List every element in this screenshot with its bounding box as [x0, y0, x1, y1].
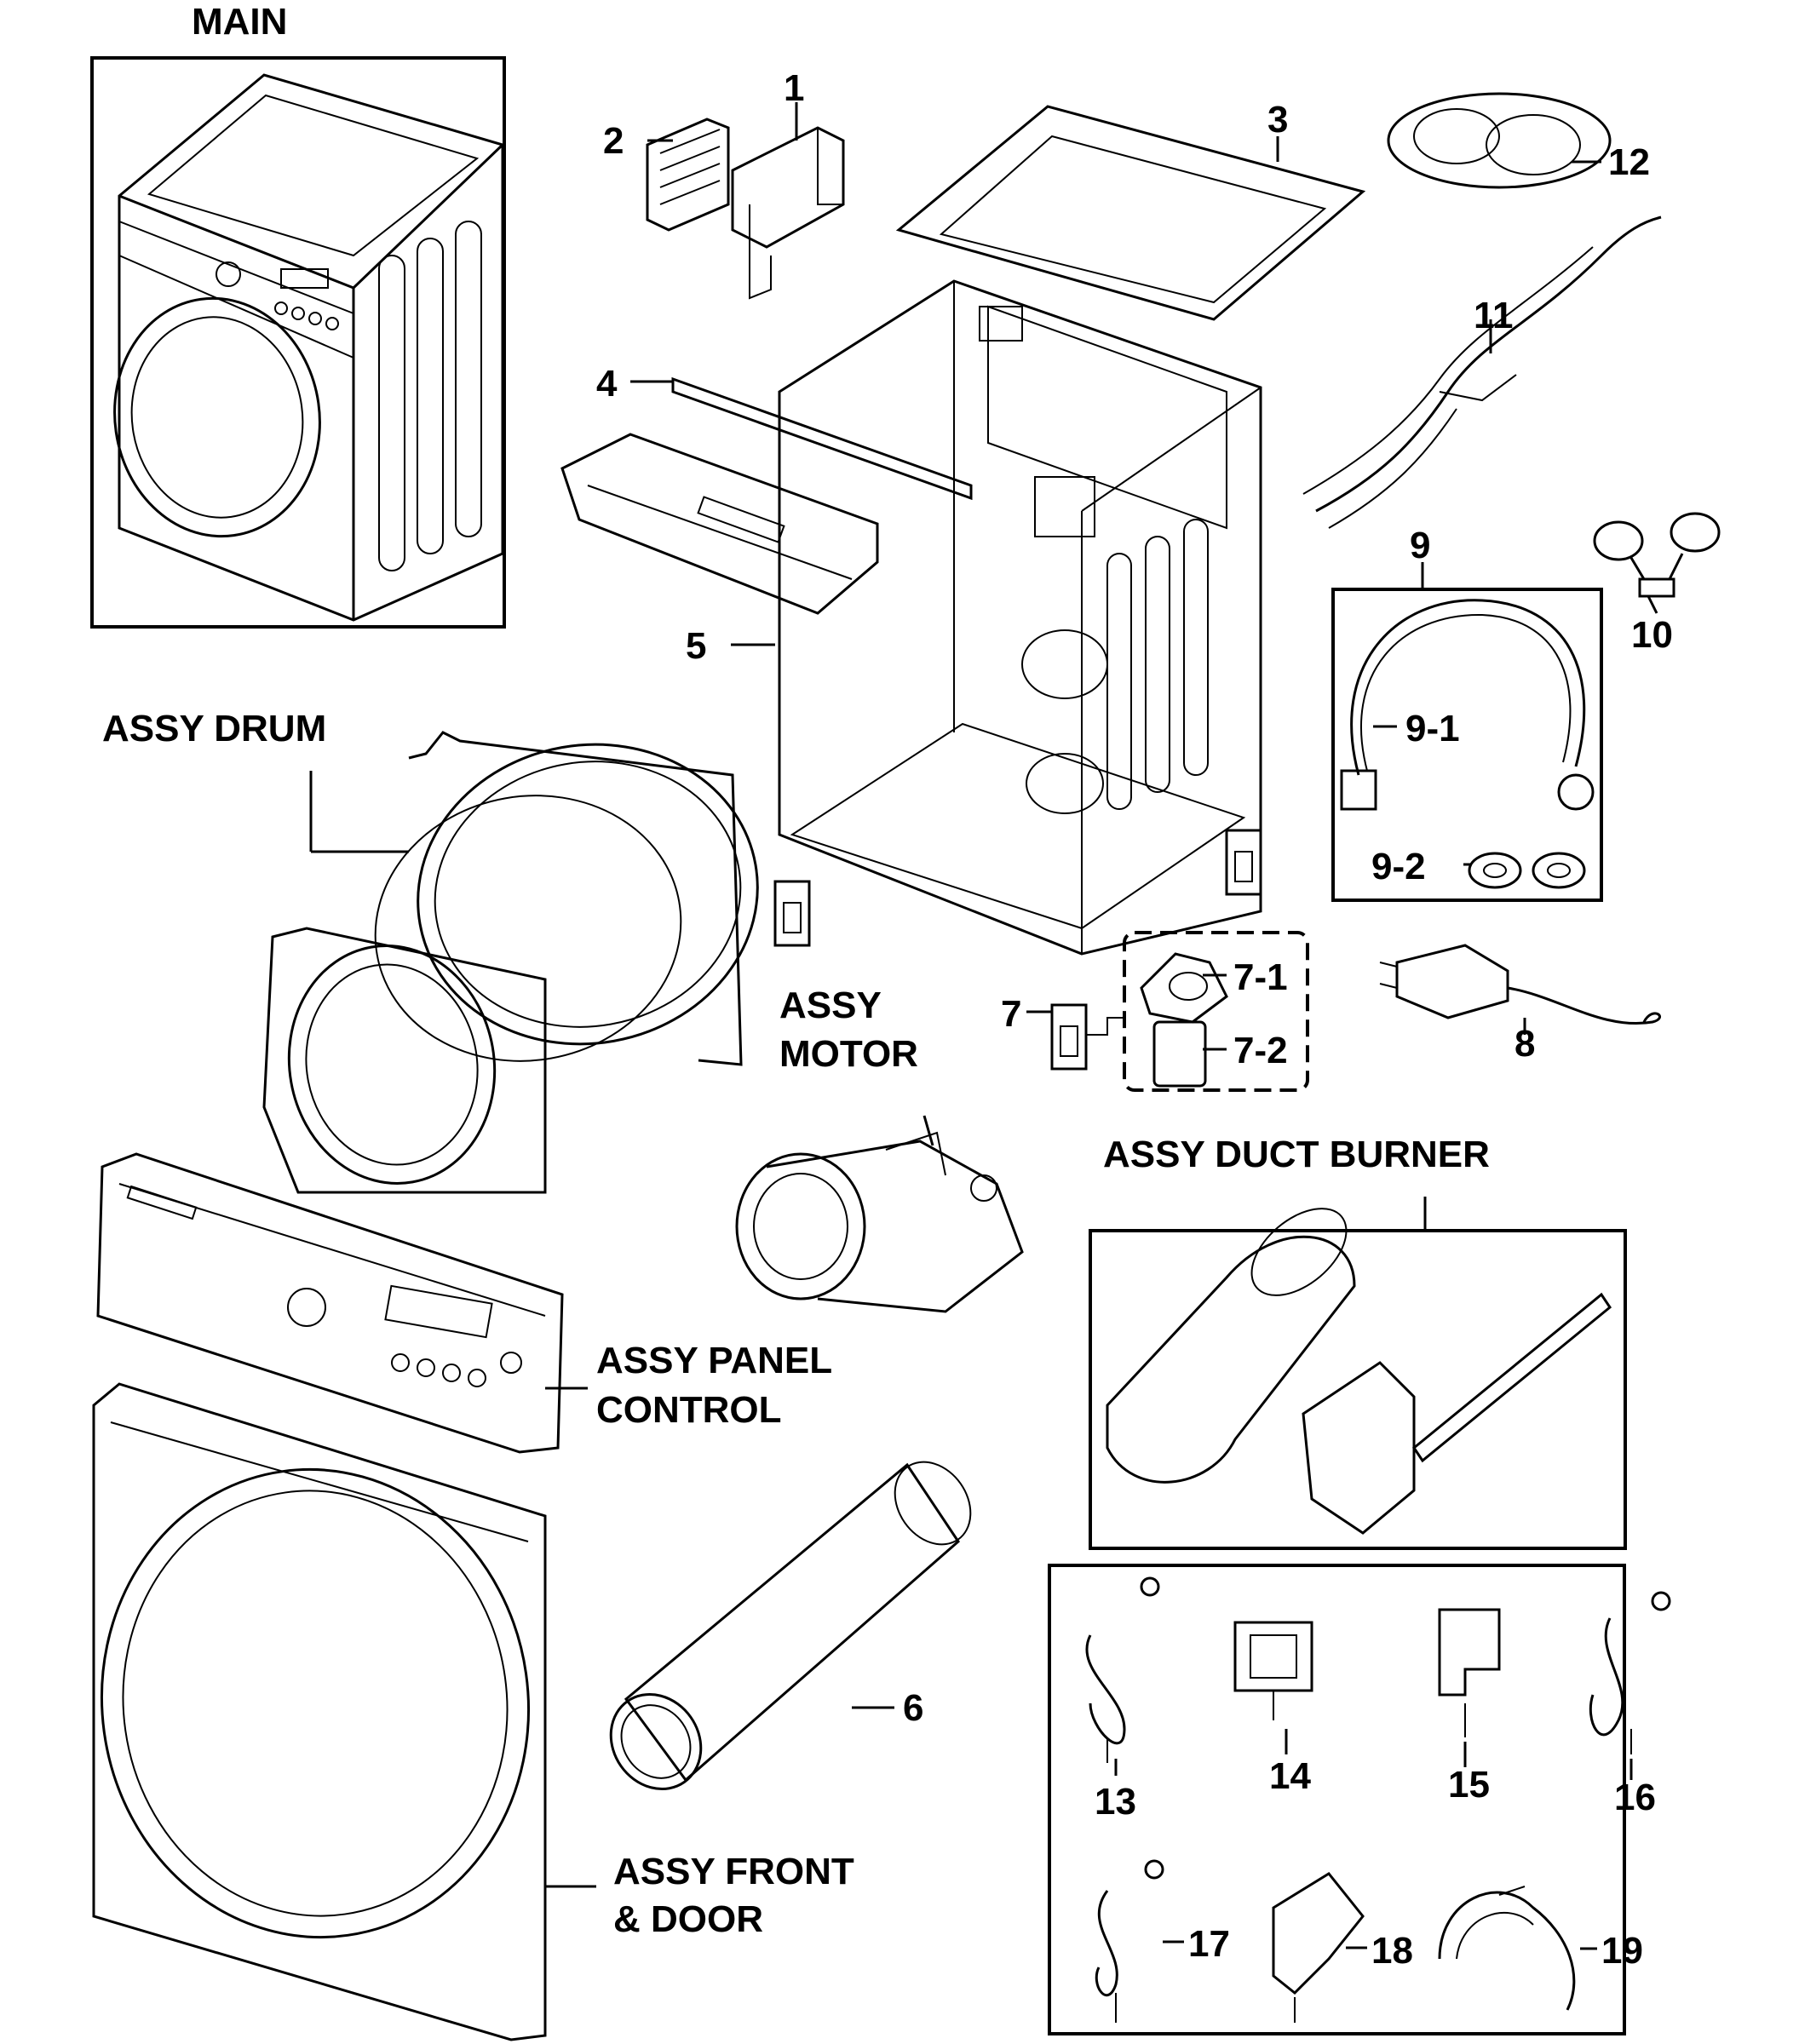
part-1-bracket-illustration — [731, 126, 845, 300]
part-number-10: 10 — [1631, 614, 1673, 656]
part-number-15: 15 — [1448, 1764, 1490, 1806]
part-number-6: 6 — [903, 1687, 923, 1729]
part-2-filter-illustration — [646, 118, 730, 232]
part-number-17: 17 — [1188, 1923, 1230, 1965]
part-6-duct-illustration — [609, 1461, 972, 1790]
part-number-13: 13 — [1095, 1781, 1136, 1823]
assy-duct-burner-illustration — [1089, 1197, 1627, 1550]
part-10-y-connector-illustration — [1593, 512, 1721, 598]
part-number-5: 5 — [686, 625, 706, 667]
part-number-9: 9 — [1410, 525, 1430, 566]
label-assy-panel-control-line2: CONTROL — [596, 1389, 782, 1431]
part-11-wire-harness-illustration — [1302, 215, 1662, 529]
part-number-12: 12 — [1608, 141, 1650, 183]
part-number-7-1: 7-1 — [1233, 956, 1288, 998]
part-number-11: 11 — [1474, 295, 1514, 336]
assy-drum-illustration — [262, 731, 759, 1194]
part-number-19: 19 — [1601, 1930, 1643, 1972]
main-dryer-illustration — [90, 56, 506, 629]
part-number-7: 7 — [1001, 993, 1021, 1035]
part-number-14: 14 — [1269, 1755, 1311, 1797]
label-assy-panel-control-line1: ASSY PANEL — [596, 1340, 832, 1381]
label-assy-front-door-line2: & DOOR — [613, 1898, 763, 1940]
part-9-hose-illustration — [1331, 588, 1603, 902]
part-8-power-plug-illustration — [1379, 944, 1662, 1025]
part-4-rail-illustration — [671, 376, 973, 501]
part-number-9-2: 9-2 — [1371, 846, 1426, 887]
group-labels: MAIN ASSY DRUM ASSY MOTOR ASSY DUCT BURN… — [102, 1, 1490, 1940]
part-number-labels: 1 2 3 4 5 6 7 7-1 7-2 8 9 9-1 9-2 10 11 … — [596, 67, 1673, 1972]
part-number-18: 18 — [1371, 1930, 1413, 1972]
part-number-3: 3 — [1267, 99, 1288, 141]
part-number-16: 16 — [1614, 1777, 1656, 1818]
clips-group-illustration — [1048, 1564, 1671, 2035]
label-assy-drum: ASSY DRUM — [102, 708, 326, 749]
assy-front-door-illustration — [92, 1382, 547, 2041]
control-bracket-illustration — [560, 433, 879, 615]
label-assy-duct-burner: ASSY DUCT BURNER — [1103, 1134, 1490, 1175]
part-number-2: 2 — [603, 120, 624, 162]
label-main: MAIN — [192, 1, 287, 43]
assy-motor-illustration — [735, 1131, 1024, 1313]
part-3-top-panel-illustration — [895, 105, 1366, 321]
part-number-9-1: 9-1 — [1405, 708, 1460, 749]
part-number-1: 1 — [784, 67, 804, 109]
leveling-leg-illustrations — [773, 829, 1309, 1092]
part-number-8: 8 — [1514, 1023, 1535, 1065]
part-5-cabinet-illustration — [778, 279, 1262, 956]
part-number-7-2: 7-2 — [1233, 1030, 1288, 1071]
assy-panel-control-illustration — [96, 1152, 564, 1454]
label-assy-motor-line1: ASSY — [779, 985, 882, 1026]
label-assy-motor-line2: MOTOR — [779, 1033, 918, 1075]
label-assy-front-door-line1: ASSY FRONT — [613, 1851, 854, 1892]
leader-lines — [309, 102, 1658, 1950]
part-number-4: 4 — [596, 363, 618, 405]
part-12-ring-illustration — [1387, 92, 1612, 189]
